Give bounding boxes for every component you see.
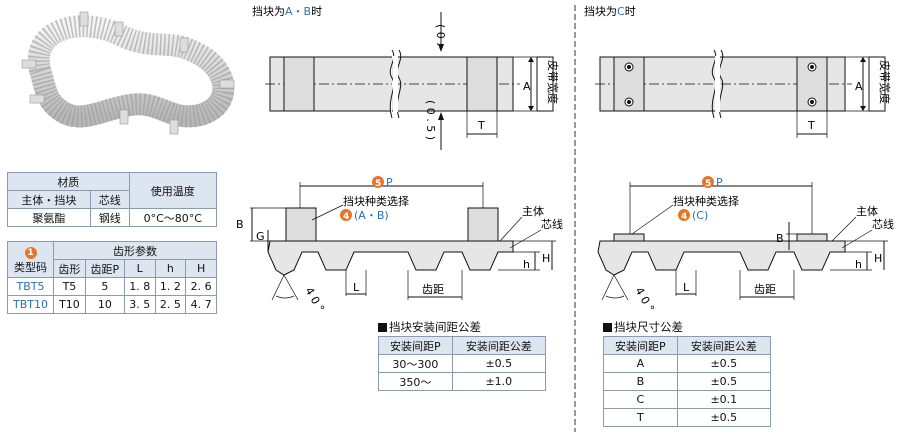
cell: T [603, 408, 678, 427]
select-badge: 4 [343, 212, 349, 222]
label-H: H [874, 252, 882, 265]
table-row: 350～ ±1.0 [378, 372, 547, 391]
size-table-title: 挡块尺寸公差 [603, 319, 683, 335]
cell: 3. 5 [123, 295, 156, 314]
col-header: 安装间距P [378, 336, 453, 355]
tolerance-top: ( 0 . [434, 24, 447, 46]
cell: 2. 5 [154, 295, 187, 314]
label-g: G [256, 230, 265, 243]
body-label: 主体 [856, 204, 878, 218]
table-row: C±0.1 [603, 390, 772, 409]
col-header: 安装间距公差 [676, 336, 772, 355]
label-l: L [353, 281, 360, 294]
body-label: 主体 [522, 204, 544, 218]
belt-width-label: 皮带宽度 [878, 60, 892, 104]
install-table-title: 挡块安装间距公差 [378, 319, 481, 335]
table-row: TBT5 T5 5 1. 8 1. 2 2. 6 [6, 277, 217, 296]
core-label: 芯线 [872, 217, 894, 231]
cell: ±0.5 [451, 354, 547, 373]
type-code: TBT10 [6, 295, 55, 314]
temp-value: 0°C～80°C [128, 208, 218, 227]
label-b: B [776, 232, 784, 245]
table-row: B±0.5 [603, 372, 772, 391]
select-c: (C) [692, 209, 708, 222]
square-bullet-icon [378, 323, 387, 332]
cell: 30～300 [378, 354, 453, 373]
col-header: 安装间距公差 [451, 336, 547, 355]
cell: 4. 7 [185, 295, 217, 314]
cell: ±0.5 [676, 354, 772, 373]
label-t: T [807, 119, 815, 132]
belt-photo [21, 11, 235, 135]
label-t: T [477, 119, 485, 132]
install-title-text: 挡块安装间距公差 [389, 320, 481, 334]
tolerance-bottom: ( 0 . 5 ) [424, 100, 437, 140]
belt-width-label: 皮带宽度 [546, 60, 560, 104]
cell: B [603, 372, 678, 391]
select-ab: (A・B) [354, 209, 389, 222]
select-label: 挡块种类选择 [673, 194, 739, 208]
size-table: 安装间距P 安装间距公差 A±0.5 B±0.5 C±0.1 T±0.5 [603, 336, 772, 427]
square-bullet-icon [603, 323, 612, 332]
label-h: h [523, 258, 530, 271]
pitch-label: 齿距 [422, 283, 444, 296]
cell: 2. 6 [185, 277, 217, 296]
col-header: 安装间距P [603, 336, 678, 355]
cell: 350～ [378, 372, 453, 391]
cell: ±0.5 [676, 372, 772, 391]
core-label: 芯线 [541, 217, 563, 231]
material-header: 材质 [7, 172, 130, 191]
angle-label: 4 0 ° [302, 285, 327, 314]
pitch-letter: P [716, 176, 723, 189]
size-title-text: 挡块尺寸公差 [614, 320, 683, 334]
install-table: 安装间距P 安装间距公差 30～300 ±0.5 350～ ±1.0 [378, 336, 547, 391]
core-value: 钢线 [89, 208, 130, 227]
pitch-badge: 5 [375, 179, 381, 189]
select-label: 挡块种类选择 [343, 194, 409, 208]
label-l: L [683, 281, 690, 294]
pitch-label: 齿距 [754, 283, 776, 296]
cell: ±1.0 [451, 372, 547, 391]
title-c: 挡块为C时 [584, 4, 636, 18]
angle-label: 4 0 ° [632, 285, 657, 314]
cell: T10 [53, 295, 86, 314]
table-row: TBT10 T10 10 3. 5 2. 5 4. 7 [6, 295, 217, 314]
cell: A [603, 354, 678, 373]
plan-view-c: A 皮带宽度 T [595, 49, 892, 138]
col-h: h [154, 259, 187, 278]
side-view-c: 5 P 挡块种类选择 4 (C) 主体 芯线 B h H L 齿距 4 0 ° [597, 176, 894, 314]
type-table: 1 类型码 齿形参数 齿形 齿距P L h H TBT5 T5 5 1. 8 1… [6, 241, 217, 314]
label-H: H [542, 252, 550, 265]
table-row: A±0.5 [603, 354, 772, 373]
col-tooth: 齿形 [53, 259, 86, 278]
side-view-ab: ● 5 P 挡块种类选择 4 (A・B) 主体 芯线 B G h H L 齿距 [236, 176, 563, 314]
body-header: 主体・挡块 [7, 190, 91, 209]
plan-view-ab: ( 0 . ( 0 . 5 ) A 皮带宽度 T [265, 12, 560, 150]
select-badge: 4 [681, 212, 687, 222]
label-b: B [236, 218, 244, 231]
pitch-letter: P [386, 176, 393, 189]
table-row: T±0.5 [603, 408, 772, 427]
cell: 10 [84, 295, 125, 314]
title-ab: 挡块为A・B时 [252, 4, 322, 18]
temp-header: 使用温度 [128, 172, 218, 209]
cell: ±0.1 [676, 390, 772, 409]
cell: C [603, 390, 678, 409]
type-code-header: 1 类型码 [6, 241, 55, 278]
type-code: TBT5 [6, 277, 55, 296]
label-a: A [855, 80, 863, 93]
pitch-badge: 5 [705, 179, 711, 189]
table-row: 30～300 ±0.5 [378, 354, 547, 373]
label-a: A [523, 80, 531, 93]
body-value: 聚氨酯 [7, 208, 91, 227]
material-table: 材质 使用温度 主体・挡块 芯线 聚氨酯 钢线 0°C～80°C [7, 172, 218, 227]
type-code-label: 类型码 [14, 260, 48, 274]
type-badge: 1 [24, 246, 37, 259]
cell: ±0.5 [676, 408, 772, 427]
label-h: h [855, 258, 862, 271]
